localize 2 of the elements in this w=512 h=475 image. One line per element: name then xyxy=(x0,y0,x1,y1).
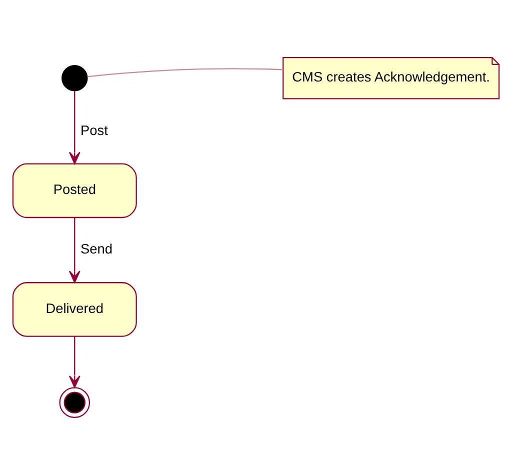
edge-label: Send xyxy=(80,242,113,257)
edge-label: Post xyxy=(80,122,108,138)
